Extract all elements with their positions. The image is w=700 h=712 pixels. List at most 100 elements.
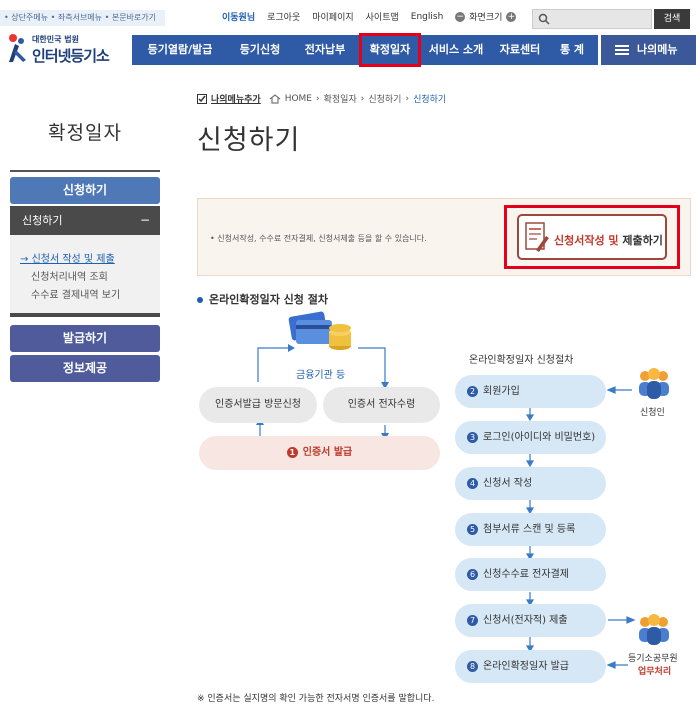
flow-arrows-left xyxy=(256,344,389,440)
main-nav: 등기열람/발급 등기신청 전자납부 확정일자 서비스 소개 자료센터 통 계 xyxy=(132,35,598,65)
apply-label-part1: 신청서작성 및 xyxy=(554,234,619,247)
hamburger-icon xyxy=(615,45,629,55)
breadcrumb-home[interactable]: HOME xyxy=(284,93,312,104)
step-number: 5 xyxy=(467,523,478,535)
procedure-step: 4 신청서 작성 xyxy=(455,467,606,500)
nav-item-e-payment[interactable]: 전자납부 xyxy=(304,43,346,56)
breadcrumb-level1[interactable]: 확정일자 xyxy=(323,95,357,105)
receive-pill: 인증서 전자수령 xyxy=(323,387,440,423)
step-label: 회원가입 xyxy=(483,386,520,397)
step-number: 6 xyxy=(467,568,478,580)
procedure-step: 6 신청수수료 전자결제 xyxy=(455,558,606,591)
nav-item-statistics[interactable]: 통 계 xyxy=(559,43,585,56)
search-button[interactable]: 검색 xyxy=(654,9,690,29)
my-menu-button[interactable]: 나의메뉴 xyxy=(601,35,696,65)
sidebar-title: 확정일자 xyxy=(48,122,122,144)
officer-label: 등기소공무원 xyxy=(628,654,678,664)
visit-apply-pill: 인증서발급 방문신청 xyxy=(199,387,317,423)
arrow-icon: → xyxy=(20,254,32,265)
step-label: 로그인(아이디와 비밀번호) xyxy=(483,432,596,443)
step-number: 8 xyxy=(467,660,478,672)
sidebar-apply-button[interactable]: 신청하기 xyxy=(10,177,160,204)
sidebar-issue-button[interactable]: 발급하기 xyxy=(10,325,160,352)
site-logo[interactable]: 대한민국 법원 인터넷등기소 xyxy=(4,32,126,66)
add-my-menu-link[interactable]: 나의메뉴추가 xyxy=(211,95,261,105)
applicant-group-icon xyxy=(639,368,669,399)
user-name: 이동원님 xyxy=(222,13,256,23)
apply-submit-label: 신청서작성 및 제출하기 xyxy=(554,232,663,248)
cert-issue-pill: 1 인증서 발급 xyxy=(199,436,440,470)
breadcrumb-sep: › xyxy=(316,93,320,104)
nav-item-fixed-date[interactable]: 확정일자 xyxy=(369,43,411,56)
procedure-step: 5 첨부서류 스캔 및 등록 xyxy=(455,513,606,546)
sitemap-link[interactable]: 사이트맵 xyxy=(365,13,399,23)
section-title: 온라인확정일자 신청 절차 xyxy=(197,291,328,307)
step-label: 신청서(전자적) 제출 xyxy=(483,615,568,626)
utility-bar: 이동원님 로그아웃 마이페이지 사이트맵 English − 화면크기 + xyxy=(222,10,517,23)
step-label: 온라인확정일자 발급 xyxy=(483,661,569,672)
font-size-control: − 화면크기 + xyxy=(455,10,517,23)
procedure-step: 3 로그인(아이디와 비밀번호) xyxy=(455,421,606,454)
procedure-arrows xyxy=(525,386,636,669)
sidebar-sub-menu xyxy=(10,235,160,317)
info-text: • 신청서작성, 수수료 전자결제, 신청서제출 등을 할 수 있습니다. xyxy=(210,234,427,243)
home-icon xyxy=(269,93,281,104)
step-label: 신청수수료 전자결제 xyxy=(483,569,569,580)
officer-task-label: 업무처리 xyxy=(638,667,672,677)
logo-subtitle: 대한민국 법원 xyxy=(32,35,79,44)
sidebar-link-label: 신청서 작성 및 제출 xyxy=(31,254,115,265)
breadcrumb-level2[interactable]: 신청하기 xyxy=(368,95,402,105)
court-emblem-icon xyxy=(9,34,26,62)
document-pen-icon xyxy=(525,222,549,252)
skip-links[interactable]: • 상단주메뉴 • 좌측서브메뉴 • 본문바로가기 xyxy=(0,10,165,26)
sidebar-info-button[interactable]: 정보제공 xyxy=(10,355,160,382)
zoom-in-icon[interactable]: + xyxy=(506,11,517,22)
my-menu-label: 나의메뉴 xyxy=(637,43,678,56)
nav-item-data-center[interactable]: 자료센터 xyxy=(499,43,541,56)
footnote: ※ 인증서는 실지명의 확인 가능한 전자서명 인증서를 말합니다. xyxy=(197,694,435,704)
step-number: 4 xyxy=(467,477,478,489)
step-number: 2 xyxy=(467,385,478,397)
nav-item-registry-apply[interactable]: 등기신청 xyxy=(239,43,281,56)
officer-group-icon xyxy=(639,614,669,645)
applicant-label: 신청인 xyxy=(640,408,665,418)
breadcrumb-sep: › xyxy=(360,93,365,104)
nav-highlight-box xyxy=(359,33,421,67)
procedure-step: 7 신청서(전자적) 제출 xyxy=(455,604,606,637)
step-label: 신청서 작성 xyxy=(483,478,533,489)
checkbox-icon xyxy=(197,93,207,104)
sidebar-link-write-submit[interactable]: → 신청서 작성 및 제출 xyxy=(20,250,115,265)
sidebar-link-payment-history[interactable]: 수수료 결제내역 보기 xyxy=(31,290,121,301)
step-number-1: 1 xyxy=(286,446,298,458)
nav-item-registry-view[interactable]: 등기열람/발급 xyxy=(147,43,213,56)
bank-label: 금융기관 등 xyxy=(296,370,346,381)
apply-label-part2: 제출하기 xyxy=(622,234,663,247)
breadcrumb: 나의메뉴추가 HOME› 확정일자› 신청하기› 신청하기 xyxy=(197,92,446,105)
step-label: 첨부서류 스캔 및 등록 xyxy=(483,524,576,535)
breadcrumb-current: 신청하기 xyxy=(413,95,447,105)
search-icon xyxy=(538,13,550,25)
collapse-icon: − xyxy=(139,213,150,227)
mypage-link[interactable]: 마이페이지 xyxy=(312,13,354,23)
procedure-step: 8 온라인확정일자 발급 xyxy=(455,650,606,683)
procedure-step: 2 회원가입 xyxy=(455,375,606,408)
procedure-title: 온라인확정일자 신청절차 xyxy=(469,355,574,366)
cert-issue-label: 인증서 발급 xyxy=(302,447,353,458)
step-number: 7 xyxy=(467,614,478,626)
font-size-label: 화면크기 xyxy=(469,13,503,23)
english-link[interactable]: English xyxy=(410,11,444,22)
zoom-out-icon[interactable]: − xyxy=(455,11,466,22)
logo-title: 인터넷등기소 xyxy=(32,47,110,65)
page-title: 신청하기 xyxy=(197,125,301,156)
card-coins-icon xyxy=(288,311,351,350)
step-number: 3 xyxy=(467,431,478,443)
section-title-label: 온라인확정일자 신청 절차 xyxy=(209,293,328,306)
sidebar-link-status[interactable]: 신청처리내역 조회 xyxy=(31,272,108,283)
search-input[interactable] xyxy=(532,9,652,29)
sidebar-sub-header-label: 신청하기 xyxy=(22,214,63,227)
bullet-icon xyxy=(197,297,203,303)
logout-link[interactable]: 로그아웃 xyxy=(267,13,301,23)
sidebar-sub-header[interactable]: 신청하기 − xyxy=(10,206,160,235)
sidebar-divider xyxy=(10,170,160,172)
nav-item-service-intro[interactable]: 서비스 소개 xyxy=(428,43,484,56)
